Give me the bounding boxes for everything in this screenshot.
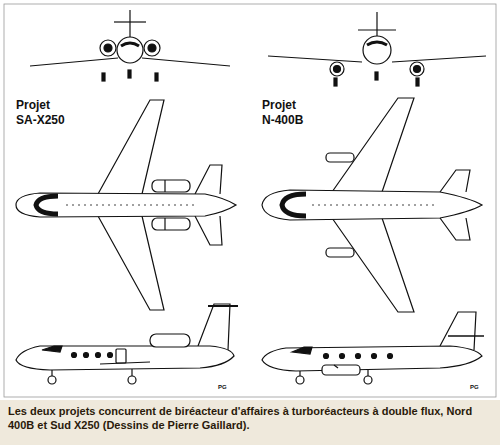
artist-initials: PG (470, 384, 479, 390)
artist-initials: PG (218, 384, 227, 390)
sa-x250-side-view (16, 304, 238, 384)
sa-x250-top-view (16, 100, 236, 310)
n-400b-top-view (262, 98, 482, 312)
project-heading: Projet (262, 98, 296, 112)
project-name: SA-X250 (16, 113, 65, 127)
n-400b-side-view (262, 312, 484, 384)
n-400b-front-view (268, 12, 486, 86)
project-name: N-400B (262, 113, 303, 127)
figure-caption: Les deux projets concurrent de biréacteu… (0, 400, 500, 445)
project-heading: Projet (16, 98, 50, 112)
sa-x250-front-view (30, 10, 230, 81)
